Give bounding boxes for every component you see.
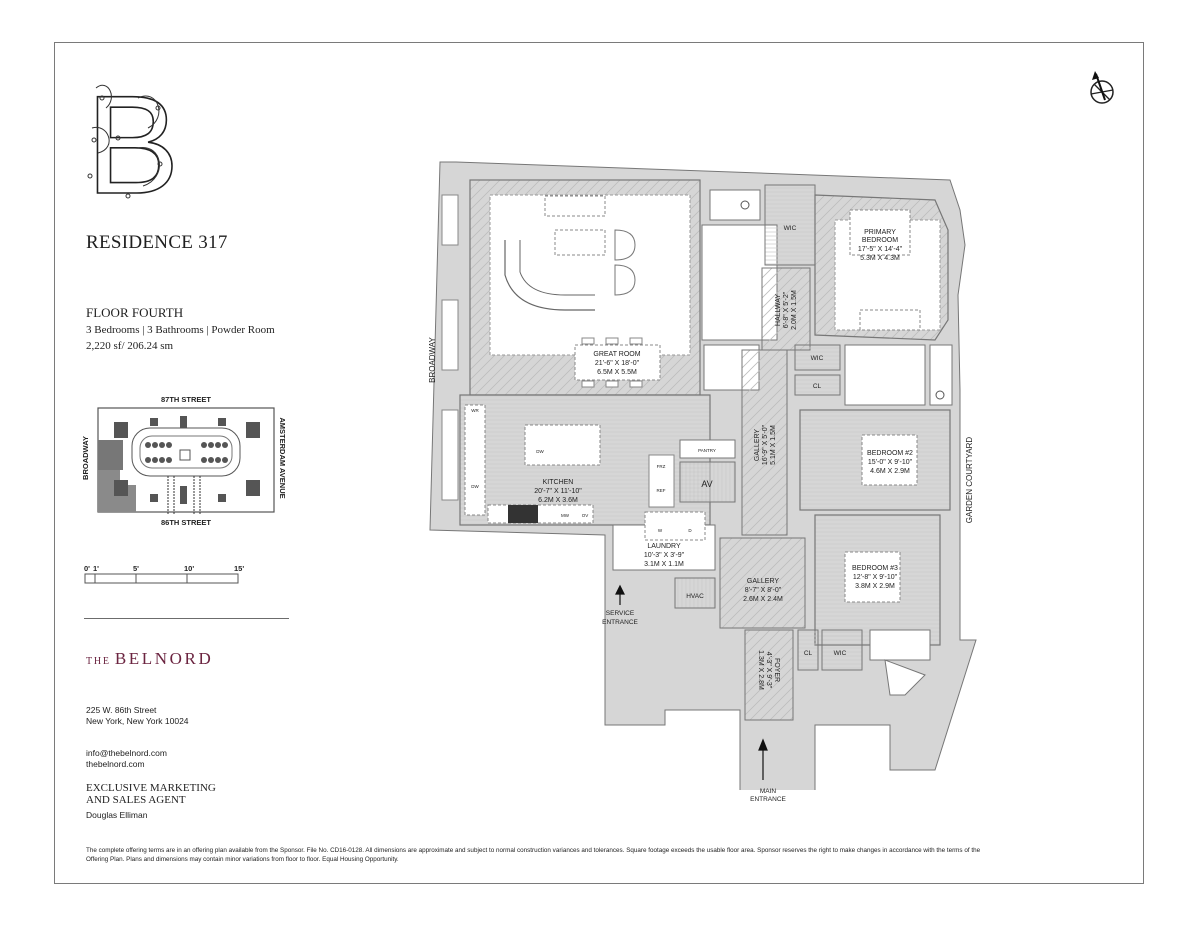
svg-text:MW: MW [561, 513, 570, 518]
scale-bar: 0' 1' 5' 10' 15' [84, 564, 244, 584]
svg-text:1.3M X 2.8M: 1.3M X 2.8M [757, 650, 764, 690]
agent-name: Douglas Elliman [86, 810, 148, 820]
svg-text:DW: DW [536, 449, 544, 454]
svg-text:LAUNDRY: LAUNDRY [647, 543, 681, 550]
brand-prefix: THE [86, 656, 111, 667]
email-link[interactable]: info@thebelnord.com [86, 748, 167, 758]
svg-text:8'-7" X 8'-0": 8'-7" X 8'-0" [745, 587, 782, 594]
svg-text:HVAC: HVAC [686, 593, 704, 600]
svg-text:REF: REF [657, 488, 666, 493]
svg-text:10'-3" X 3'-9": 10'-3" X 3'-9" [644, 552, 685, 559]
svg-text:AV: AV [701, 479, 712, 489]
svg-text:6.2M X 3.6M: 6.2M X 3.6M [538, 497, 578, 504]
disclaimer-line-1: The complete offering terms are in an of… [86, 847, 981, 854]
svg-text:20'-7" X 11'-10": 20'-7" X 11'-10" [534, 488, 582, 495]
svg-text:BEDROOM #2: BEDROOM #2 [867, 450, 913, 457]
svg-text:21'-6" X 18'-0": 21'-6" X 18'-0" [595, 360, 640, 367]
address-line-1: 225 W. 86th Street [86, 705, 157, 715]
svg-text:15': 15' [234, 564, 244, 573]
svg-text:FRZ: FRZ [657, 464, 666, 469]
disclaimer-line-2: Offering Plan. Plans and dimensions may … [86, 856, 399, 863]
svg-text:2.6M X 2.4M: 2.6M X 2.4M [743, 596, 783, 603]
svg-text:3.8M X 2.9M: 3.8M X 2.9M [855, 583, 895, 590]
svg-text:B: B [86, 68, 178, 216]
svg-text:KITCHEN: KITCHEN [543, 479, 574, 486]
svg-text:D: D [688, 528, 692, 533]
svg-text:FOYER: FOYER [773, 658, 780, 682]
svg-text:AMSTERDAM AVENUE: AMSTERDAM AVENUE [278, 417, 287, 498]
section-divider [84, 618, 289, 619]
svg-text:DW: DW [471, 484, 479, 489]
agent-title-line-2: AND SALES AGENT [86, 794, 186, 806]
svg-text:5.3M X 4.3M: 5.3M X 4.3M [860, 255, 900, 262]
svg-text:BROADWAY: BROADWAY [428, 336, 437, 382]
svg-text:WIC: WIC [784, 225, 797, 232]
svg-text:2.0M X 1.5M: 2.0M X 1.5M [791, 290, 798, 330]
svg-text:GARDEN COURTYARD: GARDEN COURTYARD [965, 437, 974, 524]
svg-text:HALLWAY: HALLWAY [775, 294, 782, 326]
north-arrow-icon [1090, 71, 1114, 104]
svg-text:6.5M X 5.5M: 6.5M X 5.5M [597, 369, 637, 376]
svg-text:WIC: WIC [811, 355, 824, 362]
svg-text:1': 1' [93, 564, 99, 573]
svg-text:17'-5" X 14'-4": 17'-5" X 14'-4" [858, 246, 903, 253]
svg-text:15'-0" X 9'-10": 15'-0" X 9'-10" [868, 459, 913, 466]
svg-text:4.6M X 2.9M: 4.6M X 2.9M [870, 468, 910, 475]
svg-text:OV: OV [582, 513, 589, 518]
legal-disclaimer: The complete offering terms are in an of… [86, 846, 1116, 864]
belnord-monogram-logo: B [85, 68, 178, 216]
svg-text:PRIMARY: PRIMARY [864, 229, 896, 236]
agent-title: EXCLUSIVE MARKETING AND SALES AGENT [86, 782, 216, 806]
svg-text:3.1M X 1.1M: 3.1M X 1.1M [644, 561, 684, 568]
svg-text:BEDROOM: BEDROOM [862, 237, 898, 244]
unit-summary: 3 Bedrooms | 3 Bathrooms | Powder Room [86, 324, 275, 336]
svg-text:SERVICE: SERVICE [606, 610, 635, 617]
website-link[interactable]: thebelnord.com [86, 759, 145, 769]
svg-text:86TH STREET: 86TH STREET [161, 518, 211, 527]
svg-text:BROADWAY: BROADWAY [81, 436, 90, 480]
svg-text:WR: WR [471, 408, 479, 413]
main-entrance-label: MAIN ENTRANCE [738, 788, 798, 804]
svg-text:4'-3" X 9'-3": 4'-3" X 9'-3" [765, 652, 772, 689]
svg-text:CL: CL [804, 650, 813, 657]
svg-text:16'-9" X 5'-0": 16'-9" X 5'-0" [762, 424, 769, 465]
brand-name: BELNORD [114, 649, 214, 668]
address-line-2: New York, New York 10024 [86, 716, 189, 726]
svg-text:CL: CL [813, 383, 822, 390]
svg-text:WIC: WIC [834, 650, 847, 657]
svg-text:GREAT ROOM: GREAT ROOM [593, 351, 640, 358]
svg-text:5': 5' [133, 564, 139, 573]
svg-text:BEDROOM #3: BEDROOM #3 [852, 565, 898, 572]
floor-title: FLOOR FOURTH [86, 305, 184, 320]
svg-text:10': 10' [184, 564, 194, 573]
svg-text:87TH STREET: 87TH STREET [161, 395, 211, 404]
floor-plan: GREAT ROOM 21'-6" X 18'-0" 6.5M X 5.5M P… [428, 161, 977, 790]
svg-text:12'-8" X 9'-10": 12'-8" X 9'-10" [853, 574, 898, 581]
unit-area: 2,220 sf/ 206.24 sm [86, 340, 174, 352]
main-entrance-line-2: ENTRANCE [750, 796, 786, 803]
residence-title: RESIDENCE 317 [86, 232, 228, 253]
svg-text:0': 0' [84, 564, 90, 573]
svg-text:ENTRANCE: ENTRANCE [602, 619, 638, 626]
svg-text:GALLERY: GALLERY [747, 578, 779, 585]
svg-text:5.1M X 1.5M: 5.1M X 1.5M [770, 425, 777, 465]
agent-title-line-1: EXCLUSIVE MARKETING [86, 782, 216, 794]
svg-text:W: W [658, 528, 663, 533]
page-frame [54, 42, 1144, 884]
svg-text:6'-8" X 5'-2": 6'-8" X 5'-2" [783, 291, 790, 328]
building-key-map: 87TH STREET 86TH STREET BROADWAY AMSTERD… [81, 395, 287, 527]
svg-text:PANTRY: PANTRY [698, 448, 716, 453]
svg-text:GALLERY: GALLERY [754, 429, 761, 461]
main-entrance-line-1: MAIN [759, 788, 777, 795]
